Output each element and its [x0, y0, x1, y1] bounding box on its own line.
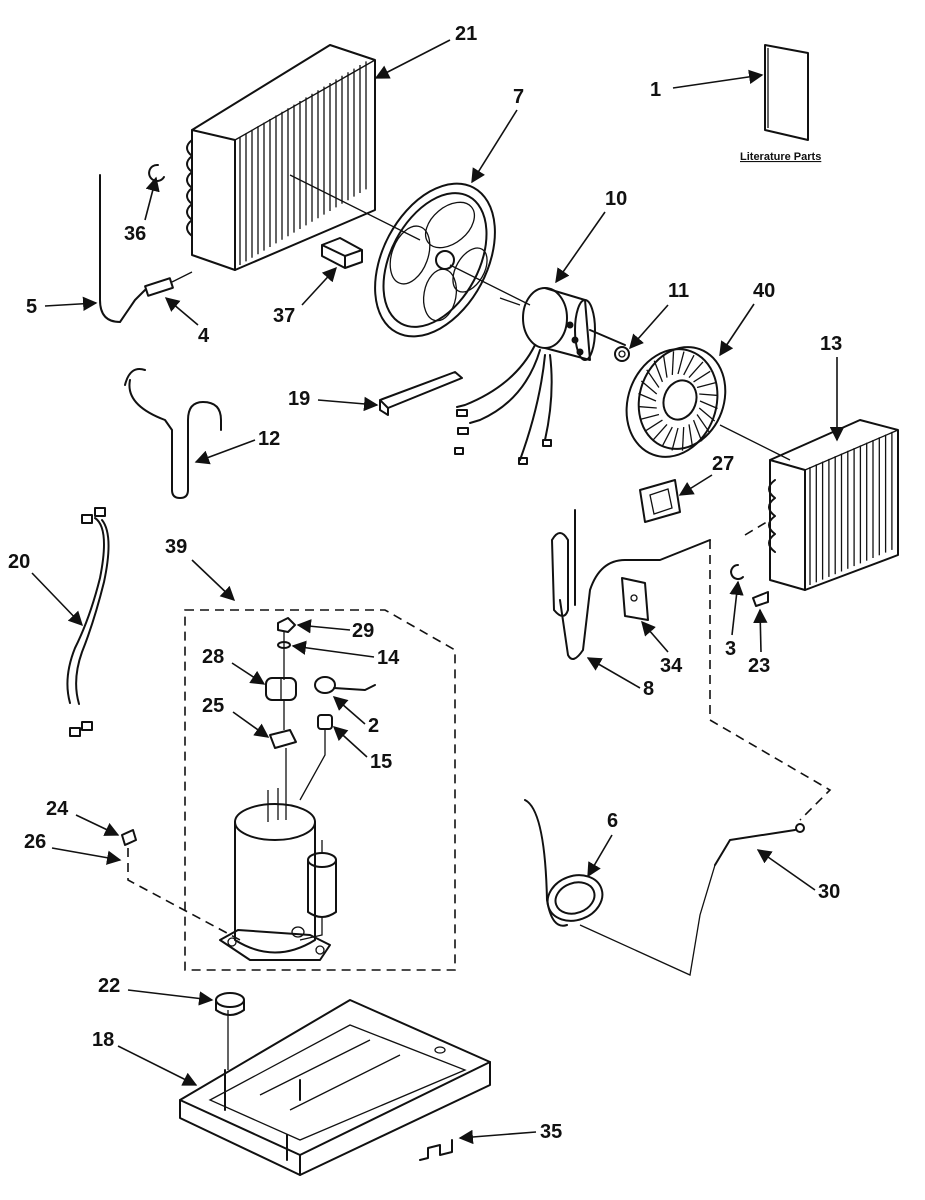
callout-29: 29	[352, 620, 374, 642]
overload-2	[314, 676, 376, 694]
clip-36	[148, 163, 165, 182]
compressor	[219, 788, 337, 961]
callout-28: 28	[202, 646, 224, 668]
callout-12: 12	[258, 428, 280, 450]
callout-26: 26	[24, 831, 46, 853]
callout-35: 35	[540, 1121, 562, 1143]
callout-11: 11	[668, 280, 689, 302]
callout-13: 13	[820, 333, 842, 355]
fan-shroud-7	[374, 182, 496, 338]
tube-12	[124, 368, 222, 499]
terminal-25	[269, 729, 297, 749]
callout-23: 23	[748, 655, 770, 677]
callout-27: 27	[712, 453, 734, 475]
fan-motor-10	[454, 287, 626, 465]
insulation-block-37	[321, 237, 363, 269]
mount-grommet-22	[215, 992, 245, 1016]
callout-22: 22	[98, 975, 120, 997]
callout-34: 34	[660, 655, 683, 677]
callout-14: 14	[377, 647, 400, 669]
coiled-tube-6	[524, 799, 716, 976]
callout-2: 2	[368, 715, 379, 737]
callout-24: 24	[46, 798, 69, 820]
axis-line	[289, 174, 421, 241]
callout-39: 39	[165, 536, 187, 558]
connector-dashed	[709, 540, 832, 821]
capillary-tube-5	[99, 174, 146, 323]
callout-10: 10	[605, 188, 627, 210]
callout-20: 20	[8, 551, 30, 573]
callout-21: 21	[455, 23, 477, 45]
callout-36: 36	[124, 223, 146, 245]
callout-15: 15	[370, 751, 392, 773]
callout-1: 1	[650, 79, 661, 101]
callout-7: 7	[513, 86, 524, 108]
nut-29	[277, 617, 296, 633]
callout-18: 18	[92, 1029, 114, 1051]
connector-dashed	[127, 848, 241, 941]
literature-parts-label: Literature Parts	[740, 151, 821, 163]
literature-parts-booklet: Literature Parts	[740, 44, 821, 163]
evaporator-coil	[768, 419, 899, 591]
grommet-24	[121, 829, 137, 846]
axis-line	[719, 424, 791, 461]
connector-dashed	[744, 519, 771, 536]
base-pan-18	[179, 999, 491, 1176]
condenser-coil	[186, 44, 376, 271]
clip-35	[419, 1139, 453, 1161]
grommet-15	[317, 714, 333, 730]
tube-30-fitting	[795, 823, 805, 833]
callout-37: 37	[273, 305, 295, 327]
tubing-8	[551, 509, 711, 660]
callout-8: 8	[643, 678, 654, 700]
tube-30	[714, 829, 796, 866]
callout-6: 6	[607, 810, 618, 832]
bracket-19	[379, 371, 463, 416]
callout-30: 30	[818, 881, 840, 903]
axis-line	[449, 264, 531, 306]
pad-27	[639, 479, 681, 523]
callout-3: 3	[725, 638, 736, 660]
callout-40: 40	[753, 280, 775, 302]
callout-19: 19	[288, 388, 310, 410]
clip-3	[730, 564, 744, 580]
cover-34	[621, 577, 649, 621]
callout-4: 4	[198, 325, 210, 347]
fastener-23	[752, 591, 769, 607]
callout-5: 5	[26, 296, 37, 318]
cover-28	[265, 677, 297, 701]
callout-25: 25	[202, 695, 224, 717]
wire-harness-20	[66, 507, 110, 737]
assembly-line	[283, 632, 326, 820]
strainer-4	[144, 271, 193, 297]
nut-11	[614, 346, 630, 362]
blower-wheel-40	[625, 346, 727, 458]
